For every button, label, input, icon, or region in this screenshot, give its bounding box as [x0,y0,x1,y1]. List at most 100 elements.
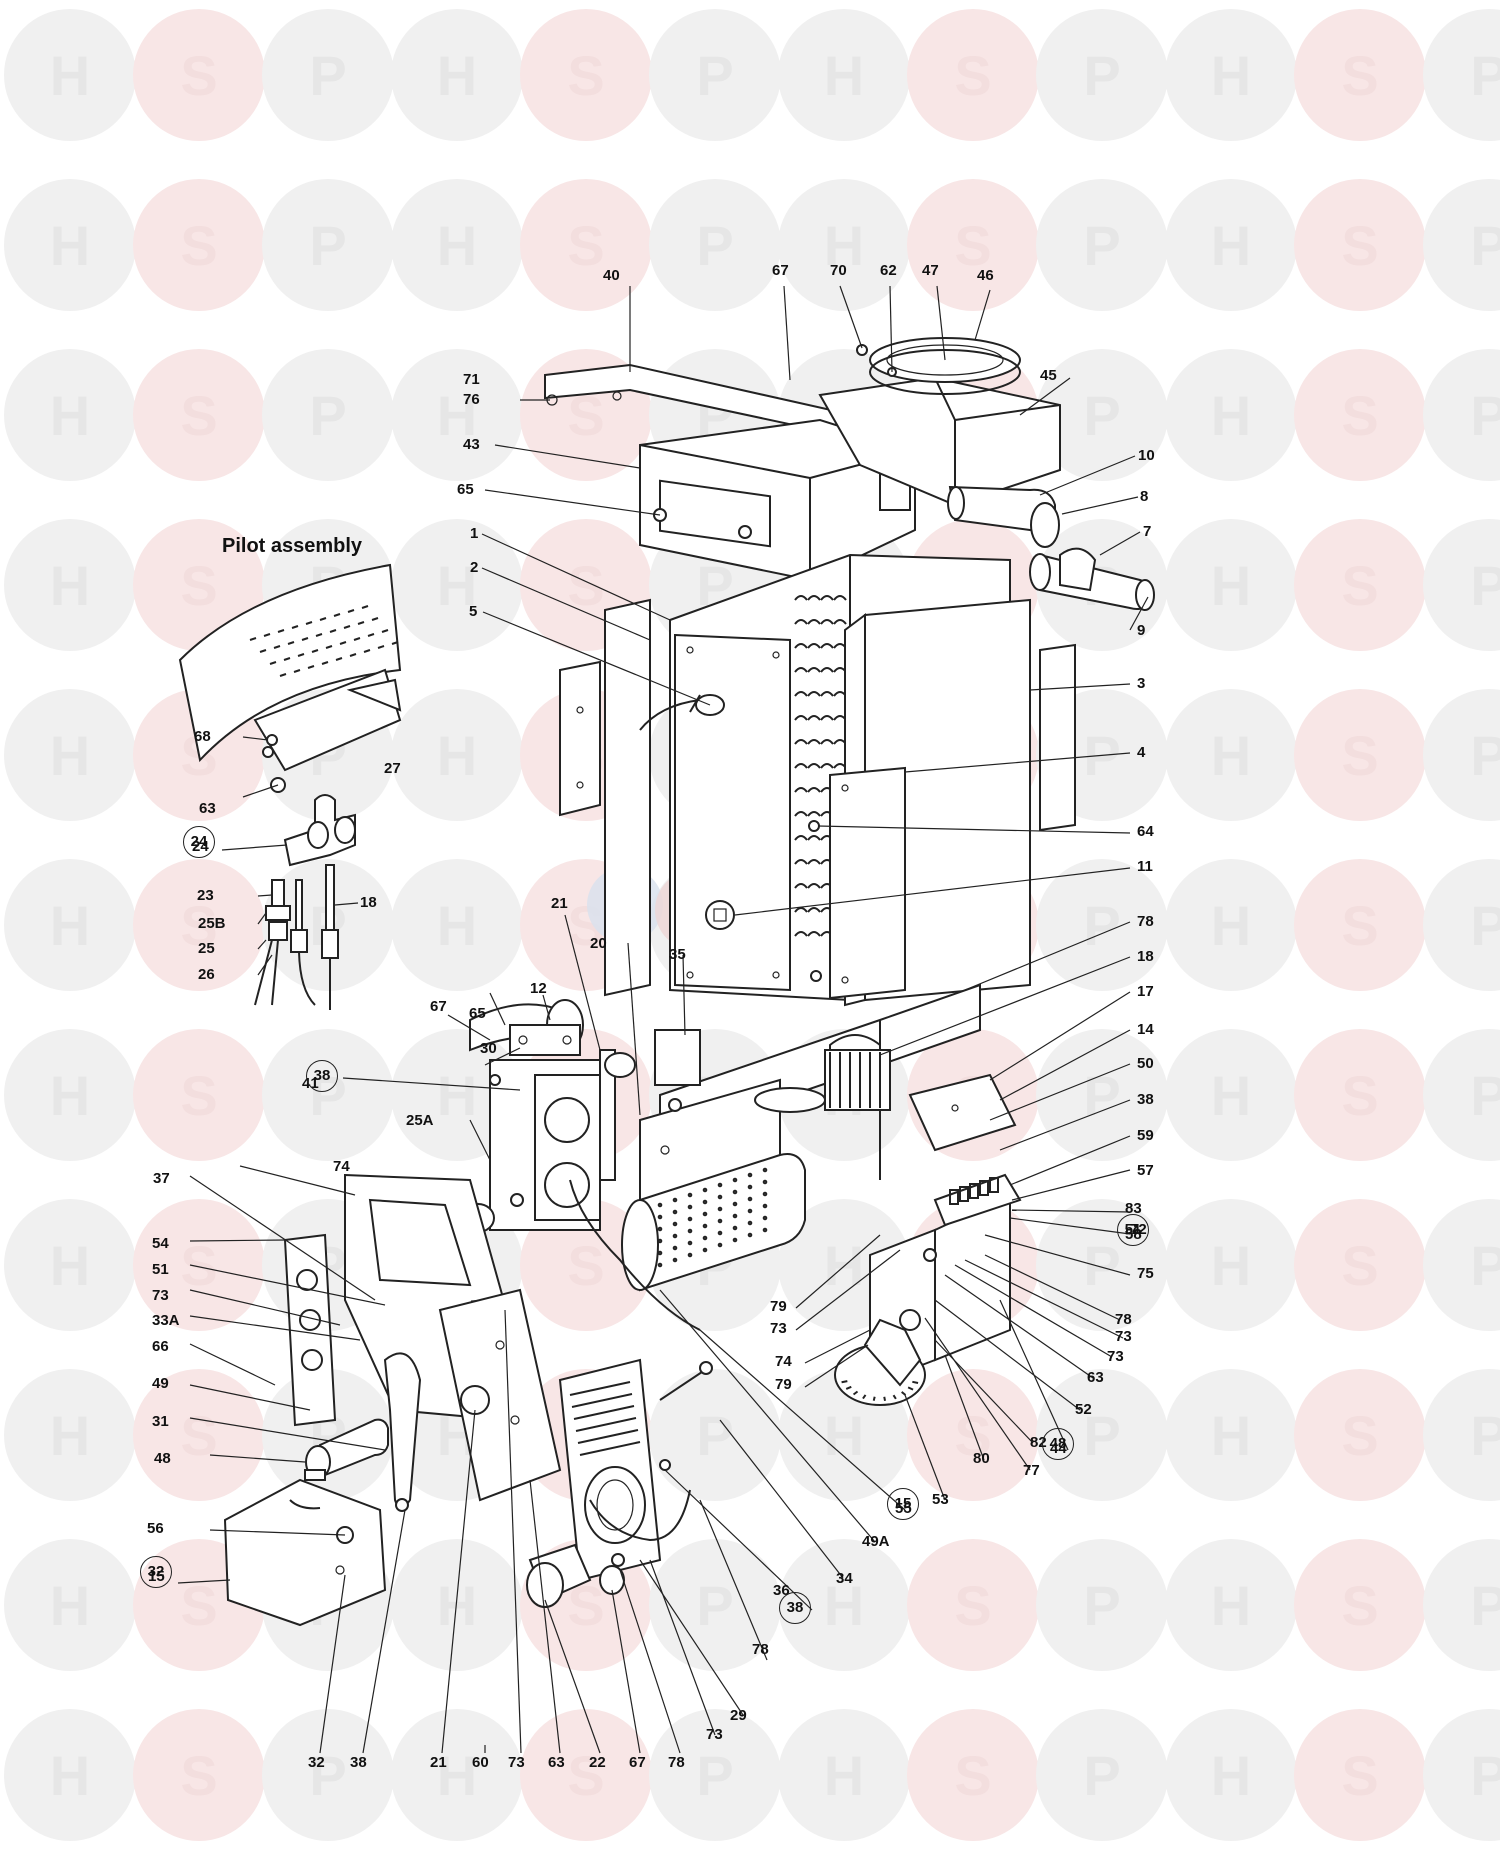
burner-hole [702,1187,708,1193]
watermark-disc [133,1199,265,1331]
watermark-letter: P [1470,384,1500,447]
perforation [381,629,389,633]
watermark-disc [133,519,265,651]
part-label-8: 8 [1140,488,1149,505]
part-label-17: 17 [1137,983,1154,1000]
part-label-59: 59 [1137,1127,1154,1144]
watermark-letter: H [50,724,90,787]
watermark-letter: H [1211,1574,1251,1637]
part-label-38: 38 [350,1754,367,1771]
burner-hole [717,1182,723,1188]
watermark-letter: S [1341,44,1378,107]
watermark-letter: H [50,1574,90,1637]
part-label-32: 32 [308,1754,325,1771]
part-label-46: 46 [977,267,994,284]
side-panel-3 [844,598,1076,1007]
watermark-letter: S [954,1404,991,1467]
part-label-11: 11 [1137,858,1153,875]
watermark-disc [778,1539,910,1671]
watermark-letter: S [180,554,217,617]
watermark-disc [520,1199,652,1331]
knob-tick [852,1390,859,1396]
burner-hole [732,1189,738,1195]
knob-tick [862,1394,867,1400]
part-label-77: 77 [1023,1462,1040,1479]
watermark-disc [778,1709,910,1841]
watermark-disc [4,179,136,311]
fin [807,667,821,673]
watermark-letter: P [1083,1574,1120,1637]
fin [794,643,808,649]
watermark-letter: S [1341,214,1378,277]
watermark-disc [1165,689,1297,821]
burner-hole [687,1228,693,1234]
part-label-64: 64 [1137,823,1154,840]
watermark-disc [1294,1369,1426,1501]
watermark-letter: P [1470,1404,1500,1467]
part-label-78: 78 [1115,1311,1132,1328]
pilot-bracket-27 [253,668,402,772]
watermark-letter: H [1211,44,1251,107]
fin [794,835,808,841]
burner-hole [732,1213,738,1219]
part-label-73: 73 [152,1287,169,1304]
fin [807,835,821,841]
burner-hole [672,1197,678,1203]
knob-tick [912,1380,919,1385]
watermark-letter: P [1470,554,1500,617]
fin [794,811,808,817]
watermark-letter: P [1083,1064,1120,1127]
watermark-letter: S [567,1744,604,1807]
part-label-74: 74 [333,1158,350,1175]
part-label-68: 68 [194,728,211,745]
watermark-disc [4,9,136,141]
fin [833,619,847,625]
watermark-letter: S [1341,1234,1378,1297]
fin [794,787,808,793]
part-label-63: 63 [548,1754,565,1771]
watermark-disc [262,1709,394,1841]
plate-50 [908,1073,1017,1152]
pilot-body-24 [270,777,356,867]
part-label-18: 18 [1137,948,1154,965]
watermark-letter: S [1341,384,1378,447]
vent-slot [571,1393,633,1408]
watermark-disc [907,9,1039,141]
perforation [363,649,371,653]
watermark-letter: P [1083,384,1120,447]
part-label-50: 50 [1137,1055,1154,1072]
part-label-18: 18 [360,894,377,911]
fin [794,763,808,769]
burner-hole [702,1211,708,1217]
watermark-letter: H [1211,1064,1251,1127]
perforation [343,625,351,629]
part-label-67: 67 [430,998,447,1015]
watermark-letter: H [50,1404,90,1467]
knob-tick [907,1386,914,1391]
burner-hole [672,1257,678,1263]
watermark-disc [1294,689,1426,821]
watermark-disc [1294,349,1426,481]
watermark-disc [1294,179,1426,311]
terminal [949,1189,959,1205]
watermark-disc [4,1709,136,1841]
watermark-letter: P [309,44,346,107]
part-label-51: 51 [152,1261,169,1278]
watermark-disc [1165,1539,1297,1671]
part-label-14: 14 [1137,1021,1154,1038]
watermark-disc [1294,519,1426,651]
watermark-disc [1423,1369,1500,1501]
fin [820,667,834,673]
burner-hole [657,1202,663,1208]
watermark-letter: H [437,894,477,957]
part-label-35: 35 [669,946,686,963]
watermark-letter: S [567,1234,604,1297]
part-label-54: 54 [152,1235,169,1252]
side-panel-2 [559,598,651,997]
watermark-letter: S [1341,724,1378,787]
valve-knob-28 [526,1543,625,1608]
watermark-letter: S [1341,1404,1378,1467]
perforation [301,637,309,641]
watermark-letter: H [1211,554,1251,617]
watermark-letter: P [1470,214,1500,277]
